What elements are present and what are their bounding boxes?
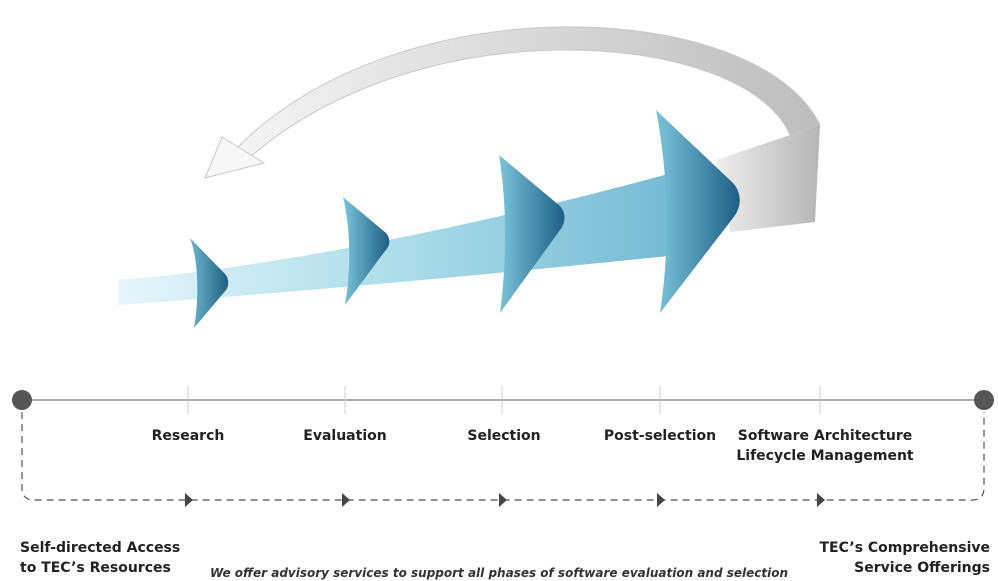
stage-lifecycle-line1: Software Architecture (737, 428, 913, 444)
return-arrow-tail (716, 125, 820, 232)
dashed-bracket (21, 412, 985, 507)
stage-selection-text: Selection (467, 428, 541, 444)
dashed-arrowhead-1 (185, 493, 193, 507)
right-end-line2: Service Offerings (854, 560, 990, 576)
timeline-start-dot (12, 390, 32, 410)
arrow-head-evaluation (343, 197, 390, 305)
return-arrow-shaft (234, 26, 821, 161)
arrow-head-post-selection (656, 110, 740, 313)
left-end-line2: to TEC’s Resources (20, 560, 171, 576)
dashed-arrowhead-4 (657, 493, 665, 507)
arrow-band (118, 168, 705, 305)
dashed-arrowhead-2 (342, 493, 350, 507)
timeline-end-dot (974, 390, 994, 410)
stage-lifecycle-line2: Lifecycle Management (736, 448, 914, 464)
left-end-line1: Self-directed Access (20, 540, 181, 556)
stage-label-lifecycle: Software Architecture Lifecycle Manageme… (720, 426, 930, 466)
stage-arrows (118, 110, 740, 328)
footer-note: We offer advisory services to support al… (209, 566, 789, 580)
dashed-arrowhead-5 (817, 493, 825, 507)
right-end-label: TEC’s Comprehensive Service Offerings (819, 538, 990, 578)
dashed-arrowhead-3 (499, 493, 507, 507)
stage-research-text: Research (151, 428, 225, 444)
right-end-line1: TEC’s Comprehensive (819, 540, 990, 556)
return-arrow (204, 26, 821, 232)
stage-post-selection-text: Post-selection (603, 428, 717, 444)
arrow-head-research (190, 238, 229, 328)
stage-evaluation-text: Evaluation (303, 428, 387, 444)
stage-label-evaluation: Evaluation (245, 426, 445, 446)
stage-label-research: Research (88, 426, 288, 446)
stage-label-post-selection: Post-selection (560, 426, 760, 446)
left-end-label: Self-directed Access to TEC’s Resources (20, 538, 180, 578)
timeline (12, 386, 994, 414)
stage-label-selection: Selection (404, 426, 604, 446)
return-arrow-head (204, 136, 266, 179)
arrow-head-selection (499, 155, 565, 313)
